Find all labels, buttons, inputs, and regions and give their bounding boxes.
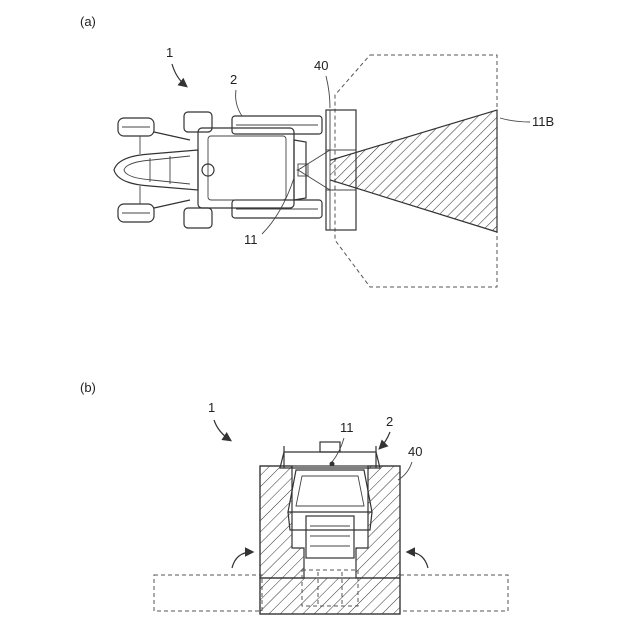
label-a-sensor-range: 11B [532, 114, 554, 129]
sensor-11-dot [330, 462, 335, 467]
label-a-sensor: 11 [244, 232, 258, 247]
leader-a-vehicle [172, 64, 186, 86]
figure-b-caption: (b) [80, 380, 96, 395]
leader-b-vehicle [214, 420, 230, 440]
label-b-vehicle: 1 [208, 400, 215, 415]
figure-b-front-view: (b) [80, 380, 508, 614]
leader-a-sensor [262, 178, 294, 234]
arrow-right-fold [408, 552, 428, 568]
leader-a-body [236, 90, 242, 116]
arrow-left-fold [232, 552, 252, 568]
label-a-attachment: 40 [314, 58, 328, 73]
wing-right-outline [400, 575, 508, 611]
leader-b-body [380, 432, 390, 448]
label-a-vehicle: 1 [166, 45, 173, 60]
tractor-top-view [114, 112, 322, 228]
label-a-body: 2 [230, 72, 237, 87]
attachment-40-section [260, 466, 400, 614]
label-b-body: 2 [386, 414, 393, 429]
label-b-sensor: 11 [340, 420, 354, 435]
wing-left-outline [154, 575, 262, 611]
figure-a-top-view: (a) [80, 14, 554, 287]
label-b-attachment: 40 [408, 444, 422, 459]
figure-a-caption: (a) [80, 14, 96, 29]
sensor-range-11B [298, 110, 497, 232]
leader-a-attachment [326, 76, 330, 108]
leader-a-sensor-range [500, 118, 530, 122]
